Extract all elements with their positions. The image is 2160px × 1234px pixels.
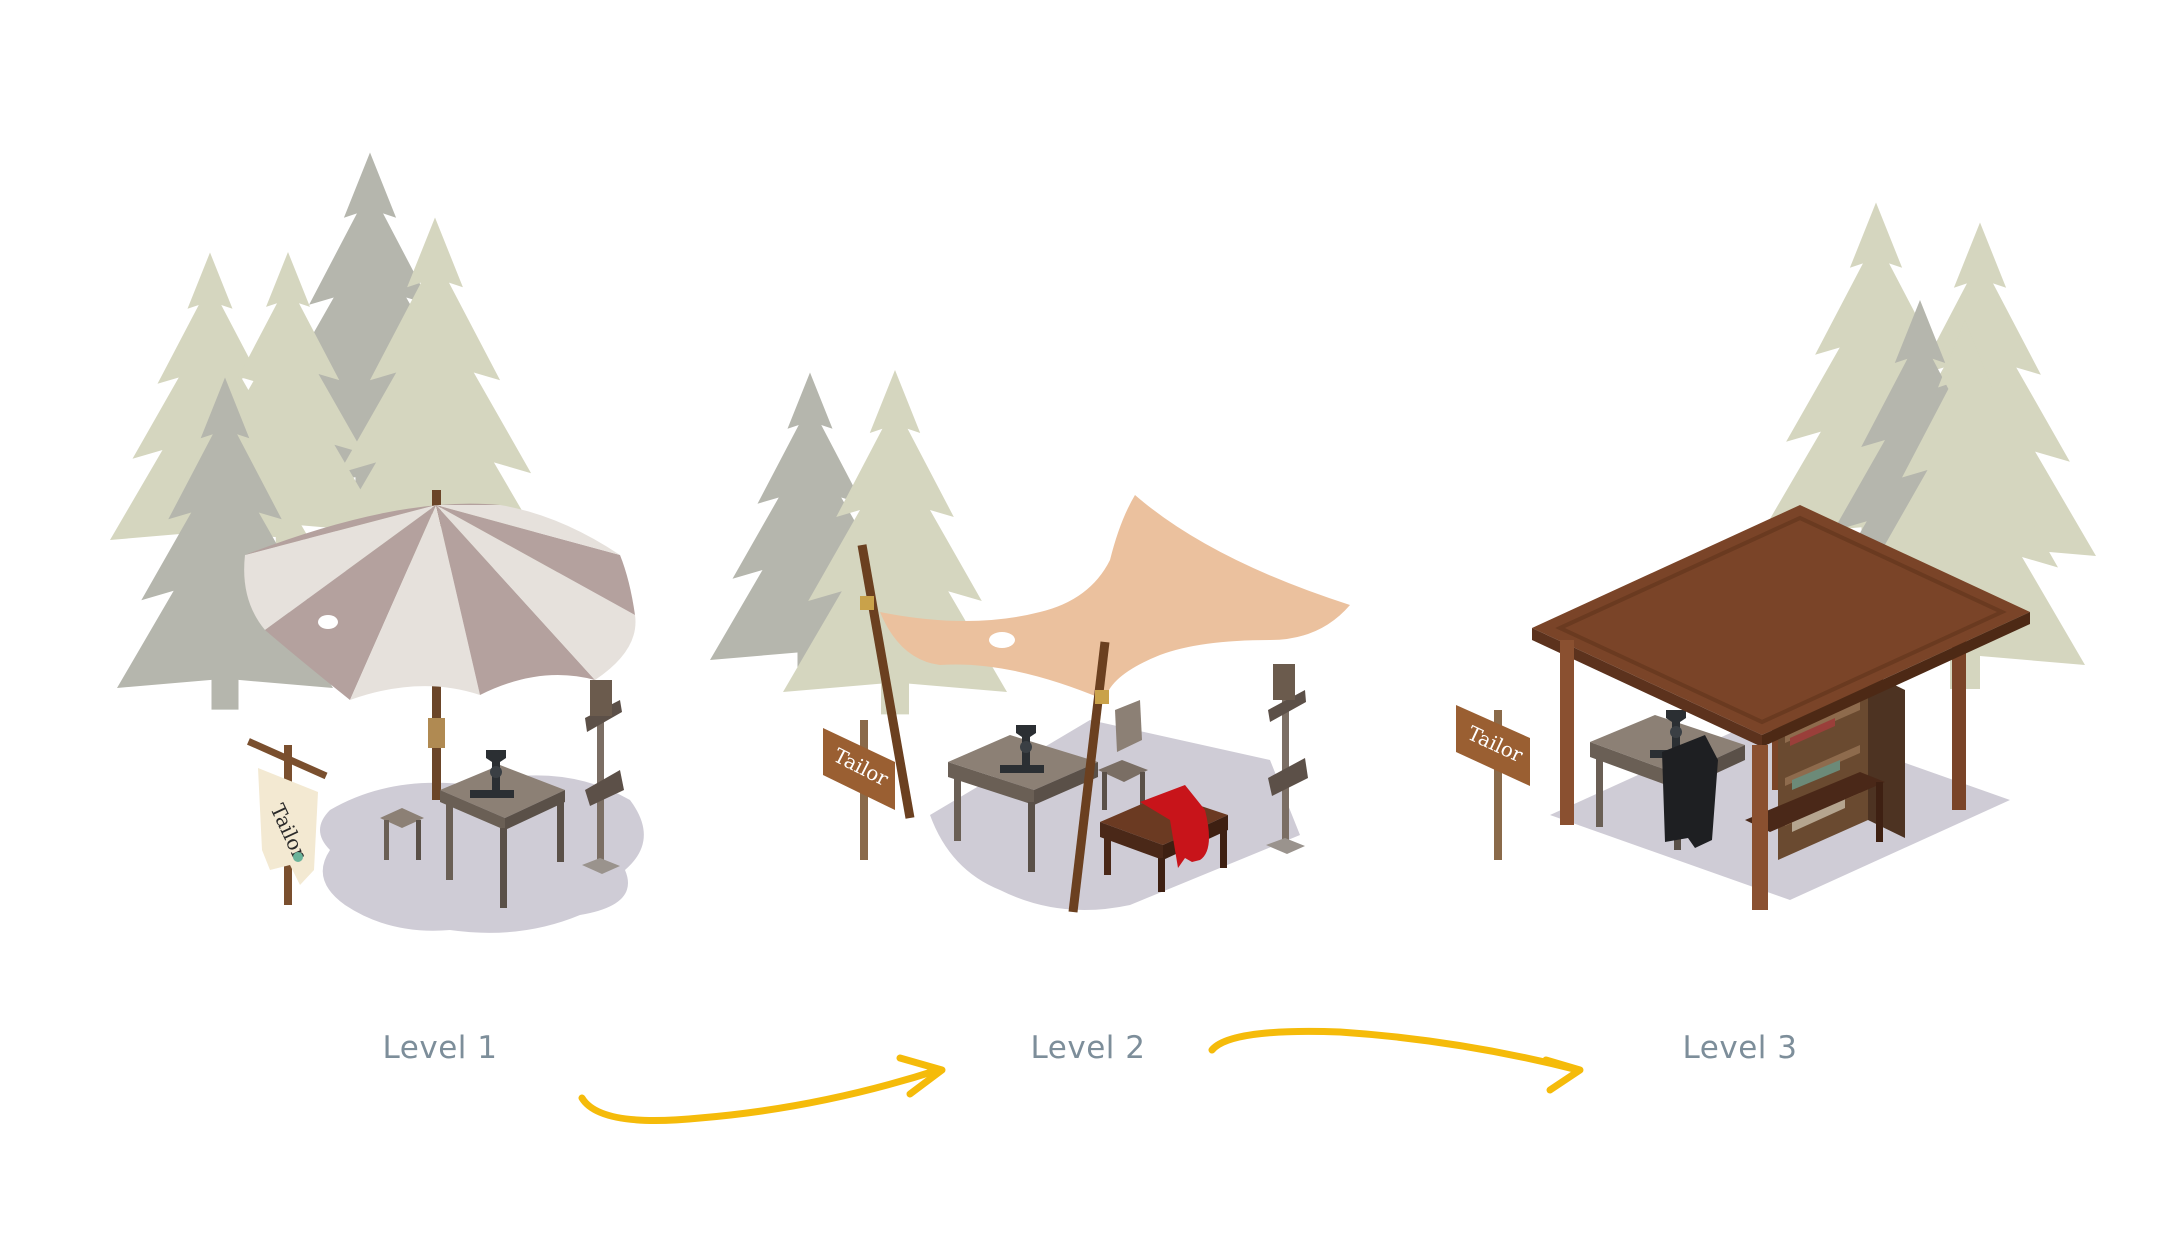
umbrella-canopy (244, 503, 636, 700)
level-3-roof (1532, 505, 2030, 747)
canopy-pole-back (857, 544, 915, 819)
level-2-sign: Tailor (823, 720, 895, 860)
canopy-cloth (880, 495, 1350, 700)
level-3-scene: Tailor (1456, 202, 2096, 910)
level-1-rack (582, 680, 624, 874)
level-3-label: Level 3 (1682, 1030, 1798, 1066)
canopy-pole-front (1068, 641, 1110, 913)
red-cloth (1140, 785, 1209, 868)
level-1-label: Level 1 (382, 1030, 498, 1066)
level-1-stool (380, 808, 424, 860)
level-1-scene: Tailor (110, 152, 644, 933)
arrow-right-icon (578, 1054, 946, 1124)
level-2-scene: Tailor (710, 370, 1350, 913)
level-3-post-front (1752, 745, 1768, 910)
arrow-right-icon (1208, 1027, 1584, 1094)
level-1-sign: Tailor (247, 738, 328, 905)
level-3-sign: Tailor (1456, 705, 1530, 860)
level-2-label: Level 2 (1030, 1030, 1146, 1066)
level-2-rack (1266, 664, 1308, 854)
dark-cloth (1662, 735, 1718, 848)
level-3-post-left (1560, 640, 1574, 825)
level-2-desk (948, 725, 1098, 872)
level-2-chair (1098, 700, 1148, 810)
level-2-bench (1100, 785, 1228, 892)
level-3-table (1590, 710, 1745, 850)
level-1-table (440, 750, 565, 908)
